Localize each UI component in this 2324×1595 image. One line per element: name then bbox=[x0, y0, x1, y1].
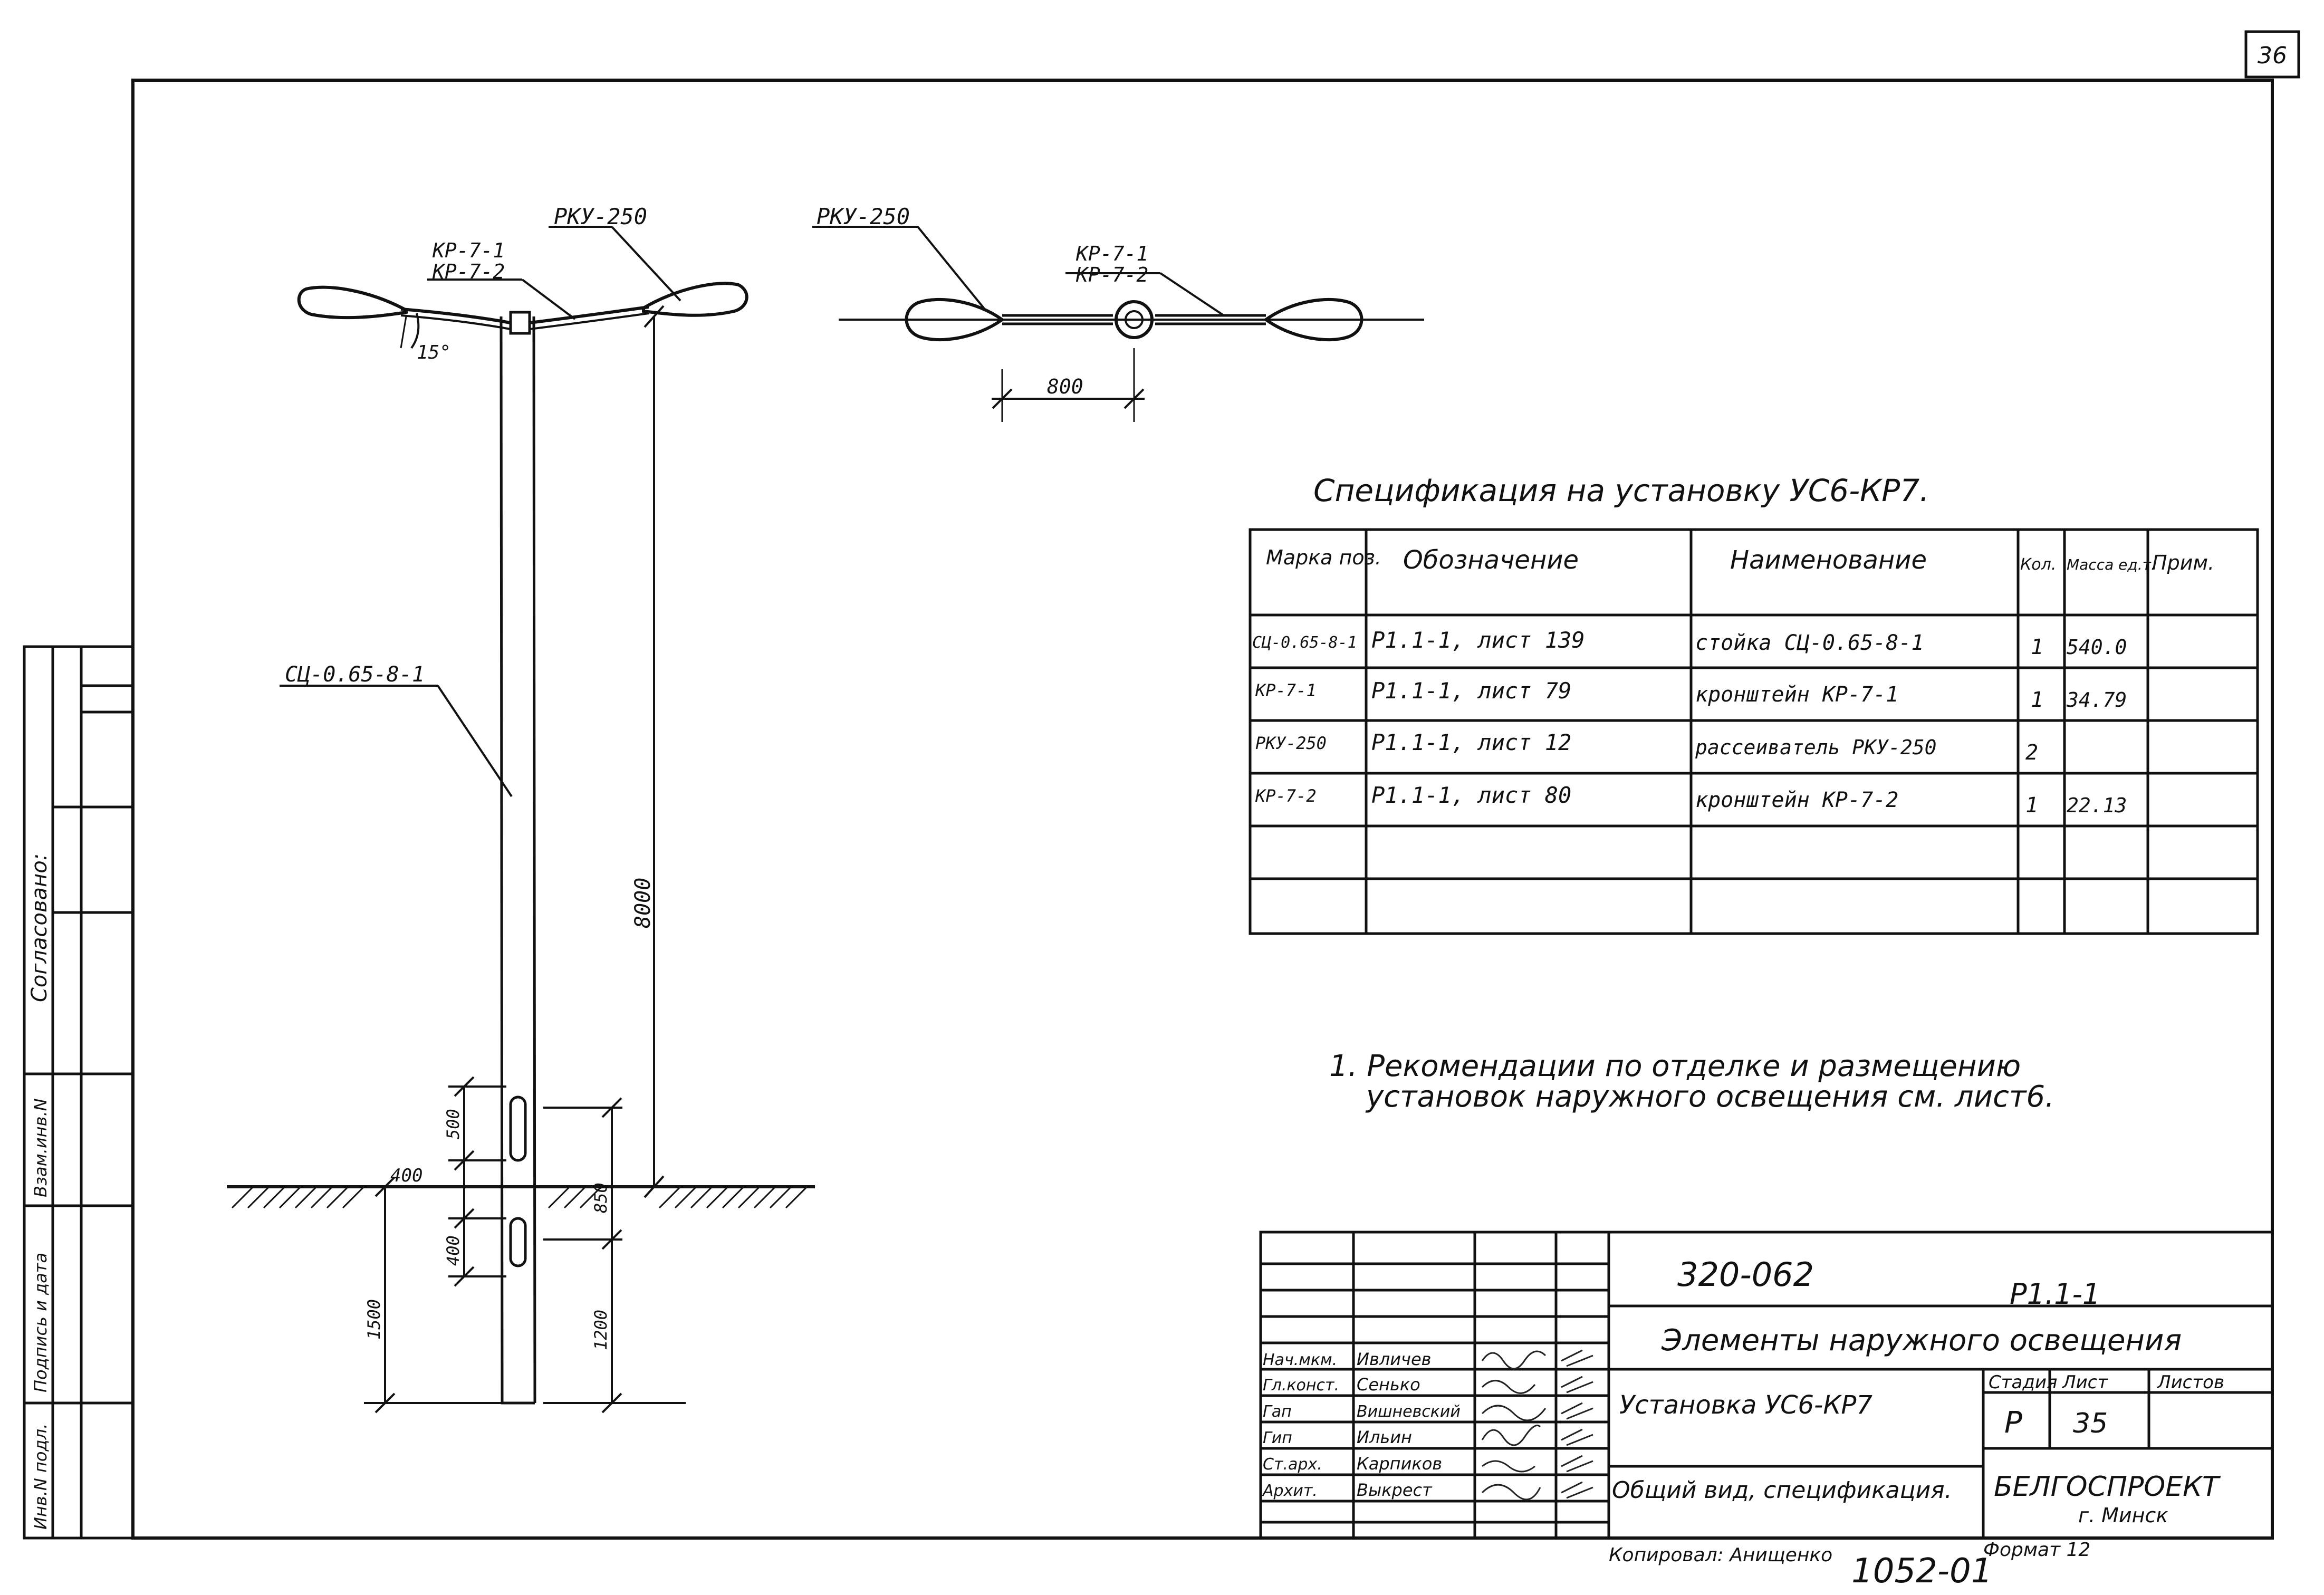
spec-cell: 22.13 bbox=[2067, 794, 2127, 817]
tb-sheet-desc: Общий вид, спецификация. bbox=[1612, 1477, 1952, 1504]
spec-cell: Р1.1-1, лист 80 bbox=[1371, 782, 1571, 808]
side-lamp-label: РКУ-250 bbox=[554, 204, 647, 229]
note-line-1: 1. Рекомендации по отделке и размещению bbox=[1329, 1049, 2021, 1083]
stamp-inv-substitute: Взам.инв.N bbox=[31, 1098, 51, 1197]
tb-staff-name: Выкрест bbox=[1357, 1480, 1433, 1500]
dim-400-label: 400 bbox=[443, 1235, 463, 1266]
tb-staff-name: Ильин bbox=[1357, 1427, 1412, 1447]
spec-cell: КР-7-1 bbox=[1255, 680, 1317, 700]
spec-cell: СЦ-0.65-8-1 bbox=[1252, 633, 1357, 652]
spec-cell: 1 bbox=[2025, 793, 2038, 818]
top-bracket-label-1: КР-7-1 bbox=[1075, 242, 1148, 265]
spec-header-mass: Масса ед.т. bbox=[2067, 556, 2156, 573]
spec-cell: 2 bbox=[2025, 741, 2038, 765]
tb-sheet-header: Лист bbox=[2061, 1372, 2108, 1393]
dim-500-label: 500 bbox=[443, 1109, 463, 1139]
spec-header-qty: Кол. bbox=[2020, 555, 2056, 574]
spec-cell: Р1.1-1, лист 12 bbox=[1371, 729, 1571, 755]
top-lamp-left bbox=[905, 297, 1005, 342]
pole-hole-lower bbox=[509, 1217, 527, 1267]
pole-hole-upper bbox=[509, 1096, 527, 1162]
spec-title: Спецификация на установку УС6-КР7. bbox=[1313, 473, 1929, 508]
spec-cell: КР-7-2 bbox=[1255, 786, 1317, 806]
bracket-arm-right bbox=[529, 305, 649, 324]
top-pole bbox=[1115, 300, 1154, 339]
tb-org: БЕЛГОСПРОЕКТ bbox=[1994, 1471, 2221, 1503]
tb-staff-role: Архит. bbox=[1262, 1482, 1318, 1500]
side-bracket-label-2: КР-7-2 bbox=[432, 260, 505, 283]
tb-sheets-header: Листов bbox=[2156, 1372, 2224, 1393]
signatures bbox=[1481, 1349, 1593, 1501]
dim-1500-label: 1500 bbox=[364, 1299, 384, 1340]
top-lamp-right bbox=[1263, 297, 1363, 342]
left-stamp bbox=[23, 645, 135, 1540]
top-lamp-label: РКУ-250 bbox=[817, 204, 910, 229]
spec-cell: кронштейн КР-7-1 bbox=[1695, 683, 1898, 707]
note-line-2: установок наружного освещения см. лист6. bbox=[1365, 1080, 2054, 1114]
top-dim-800-label: 800 bbox=[1047, 375, 1083, 398]
tb-staff-name: Ивличев bbox=[1357, 1349, 1432, 1369]
spec-cell: стойка СЦ-0.65-8-1 bbox=[1695, 631, 1924, 655]
spec-table bbox=[1249, 528, 2259, 935]
tb-staff-role: Нач.мкм. bbox=[1263, 1351, 1337, 1369]
ground bbox=[227, 1185, 815, 1209]
page-number: 36 bbox=[2258, 42, 2287, 69]
dim-8000-label: 8000 bbox=[631, 878, 655, 928]
title-block bbox=[1259, 1231, 2274, 1540]
spec-cell: 1 bbox=[2031, 688, 2043, 712]
dim-850-label: 850 bbox=[591, 1183, 611, 1213]
lamp-right bbox=[642, 282, 748, 317]
stamp-agreed: Согласовано: bbox=[27, 853, 52, 1002]
spec-header-name: Наименование bbox=[1730, 545, 1927, 575]
spec-cell: 540.0 bbox=[2067, 636, 2127, 659]
spec-cell: Р1.1-1, лист 79 bbox=[1371, 678, 1571, 704]
tb-stage-header: Стадия bbox=[1989, 1372, 2057, 1393]
spec-cell: кронштейн КР-7-2 bbox=[1695, 788, 1898, 812]
tb-staff-name: Вишневский bbox=[1357, 1402, 1461, 1421]
spec-cell: РКУ-250 bbox=[1255, 733, 1327, 753]
tb-staff-role: Ст.арх. bbox=[1263, 1455, 1322, 1474]
spec-cell: Р1.1-1, лист 139 bbox=[1371, 627, 1585, 653]
page-number-box: 36 bbox=[2244, 30, 2300, 79]
tb-staff-role: Гл.конст. bbox=[1263, 1376, 1339, 1395]
lamp-left bbox=[297, 285, 408, 320]
side-pole-label: СЦ-0.65-8-1 bbox=[285, 662, 425, 687]
dim-400-top-label: 400 bbox=[390, 1165, 422, 1186]
sheet-frame bbox=[131, 79, 2274, 1540]
top-view bbox=[812, 226, 1424, 422]
spec-header-mark: Марка поз. bbox=[1266, 546, 1381, 569]
tb-format: Формат 12 bbox=[1983, 1539, 2090, 1561]
tb-stage: Р bbox=[2004, 1406, 2022, 1440]
tb-city: г. Минск bbox=[2078, 1504, 2168, 1527]
spec-cell: 34.79 bbox=[2066, 688, 2127, 712]
tb-project: 320-062 bbox=[1677, 1255, 1814, 1294]
side-bracket-label-1: КР-7-1 bbox=[432, 239, 505, 262]
dim-1200-label: 1200 bbox=[591, 1310, 611, 1350]
tb-staff-role: Гип bbox=[1263, 1429, 1292, 1447]
dim-8000 bbox=[644, 305, 665, 1198]
bracket-arm-left bbox=[400, 308, 511, 324]
tb-copied-by: Копировал: Анищенко bbox=[1609, 1544, 1832, 1566]
spec-cell: 1 bbox=[2031, 635, 2043, 659]
side-view bbox=[227, 226, 815, 1414]
spec-header-note: Прим. bbox=[2152, 551, 2214, 574]
tb-title: Элементы наружного освещения bbox=[1661, 1323, 2182, 1358]
stamp-inv-original: Инв.N подл. bbox=[31, 1424, 51, 1530]
top-bracket-label-2: КР-7-2 bbox=[1075, 263, 1148, 286]
tb-album: Р1.1-1 bbox=[2010, 1277, 2100, 1311]
tb-inventory: 1052-01 bbox=[1851, 1552, 1992, 1591]
tb-item: Установка УС6-КР7 bbox=[1619, 1390, 1872, 1420]
tb-sheet: 35 bbox=[2073, 1408, 2108, 1439]
spec-cell: рассеиватель РКУ-250 bbox=[1695, 736, 1937, 759]
stamp-sign-date: Подпись и дата bbox=[31, 1253, 51, 1392]
tb-staff-name: Сенько bbox=[1357, 1375, 1420, 1395]
tb-staff-name: Карпиков bbox=[1357, 1454, 1442, 1474]
side-angle-label: 15° bbox=[417, 342, 451, 363]
tb-staff-role: Гап bbox=[1263, 1402, 1292, 1421]
pole bbox=[500, 311, 536, 1405]
spec-header-designation: Обозначение bbox=[1403, 545, 1579, 575]
